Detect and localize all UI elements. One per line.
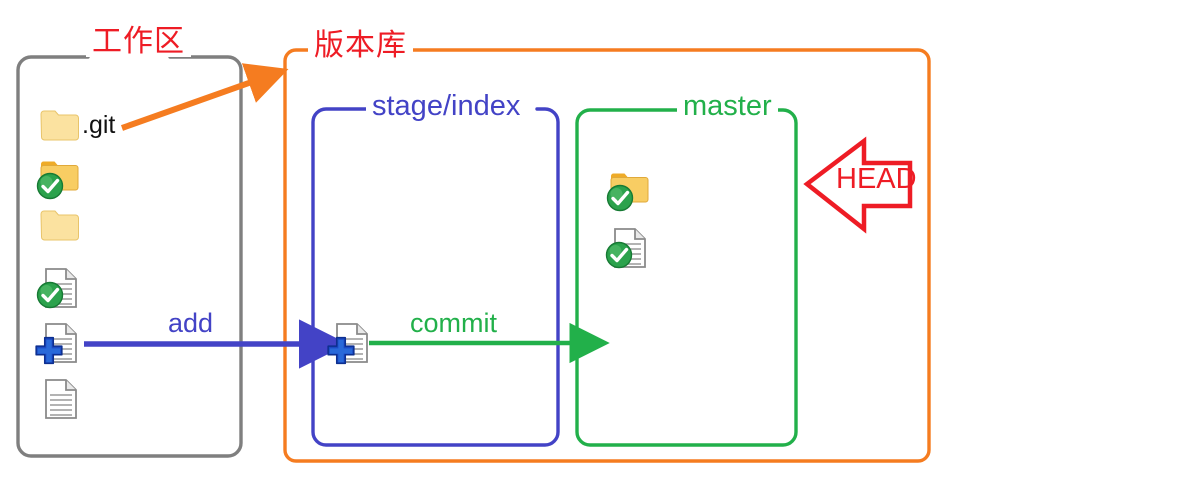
repository-box (283, 48, 931, 463)
commit-arrow-label: commit (404, 310, 503, 337)
repository-title: 版本库 (308, 31, 413, 61)
master-box (575, 108, 798, 447)
stage-index-title: stage/index (366, 92, 527, 121)
check-badge-icon (36, 172, 64, 200)
folder-icon (40, 110, 79, 141)
workspace-title: 工作区 (86, 27, 191, 57)
git-folder-label: .git (82, 111, 116, 139)
check-badge-icon (606, 184, 634, 212)
add-arrow-label: add (162, 310, 220, 337)
head-arrow (803, 136, 913, 234)
workspace-box (16, 55, 243, 458)
master-title: master (677, 92, 778, 121)
check-badge-icon (605, 241, 633, 269)
git-folder-pointer-arrow (120, 63, 289, 131)
folder-icon (40, 210, 79, 241)
workspace-items (35, 110, 79, 419)
head-arrow-label: HEAD (836, 163, 917, 195)
master-items (605, 173, 649, 269)
stage-index-box (311, 107, 560, 447)
document-icon (45, 379, 77, 419)
check-badge-icon (36, 281, 64, 309)
